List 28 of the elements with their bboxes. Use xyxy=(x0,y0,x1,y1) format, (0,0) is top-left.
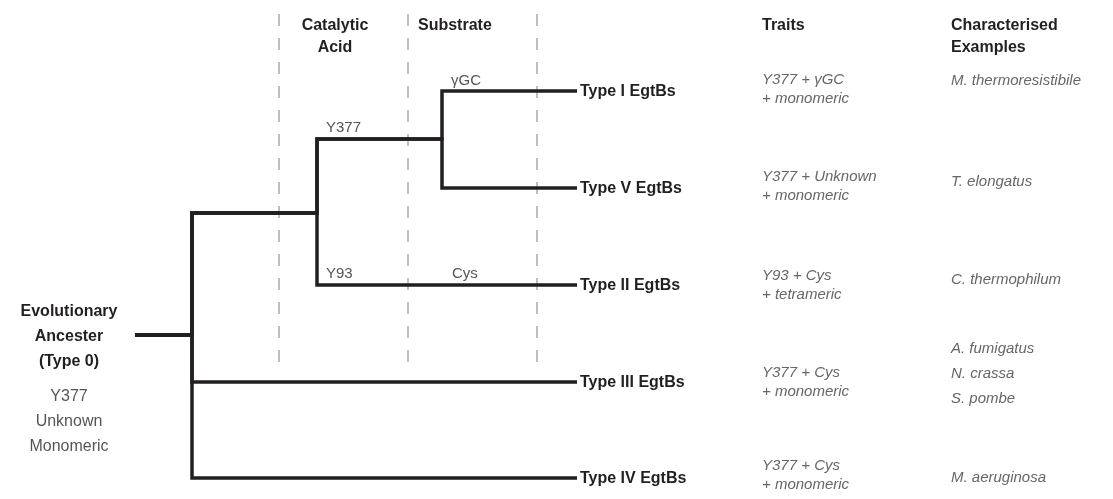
species-name: N. crassa xyxy=(951,363,1015,383)
ancestor-traits: Y377 Unknown Monomeric xyxy=(28,386,110,456)
species-name: A. fumigatus xyxy=(951,338,1035,358)
branch-label: Cys xyxy=(452,263,478,283)
ancestor-label: Evolutionary Ancester (Type 0) xyxy=(19,301,119,371)
leaf-label: Type I EgtBs xyxy=(580,79,676,103)
traits-text: Y93 + Cys + tetrameric xyxy=(762,265,842,303)
species-name: T. elongatus xyxy=(951,171,1033,191)
species-name: M. aeruginosa xyxy=(951,467,1047,487)
branch-label: γGC xyxy=(451,70,481,90)
branch-label: Y377 xyxy=(326,117,362,137)
traits-text: Y377 + Cys + monomeric xyxy=(762,362,850,400)
leaf-label: Type II EgtBs xyxy=(580,273,681,297)
traits-text: Y377 + γGC + monomeric xyxy=(762,69,850,107)
species-name: C. thermophilum xyxy=(951,269,1062,289)
tree-branch xyxy=(135,333,577,480)
traits-text: Y377 + Cys + monomeric xyxy=(762,455,850,493)
leaf-label: Type III EgtBs xyxy=(580,370,685,394)
column-header: Substrate xyxy=(418,15,492,35)
traits-text: Y377 + Unknown + monomeric xyxy=(762,166,877,204)
species-name: S. pombe xyxy=(951,388,1016,408)
leaf-label: Type V EgtBs xyxy=(580,176,682,200)
column-header: Traits xyxy=(762,15,805,35)
column-header: Characterised Examples xyxy=(951,15,1059,57)
column-header: Catalytic Acid xyxy=(300,15,370,57)
branch-label: Y93 xyxy=(326,263,353,283)
species-name: M. thermoresistibile xyxy=(951,70,1082,90)
leaf-label: Type IV EgtBs xyxy=(580,466,687,490)
